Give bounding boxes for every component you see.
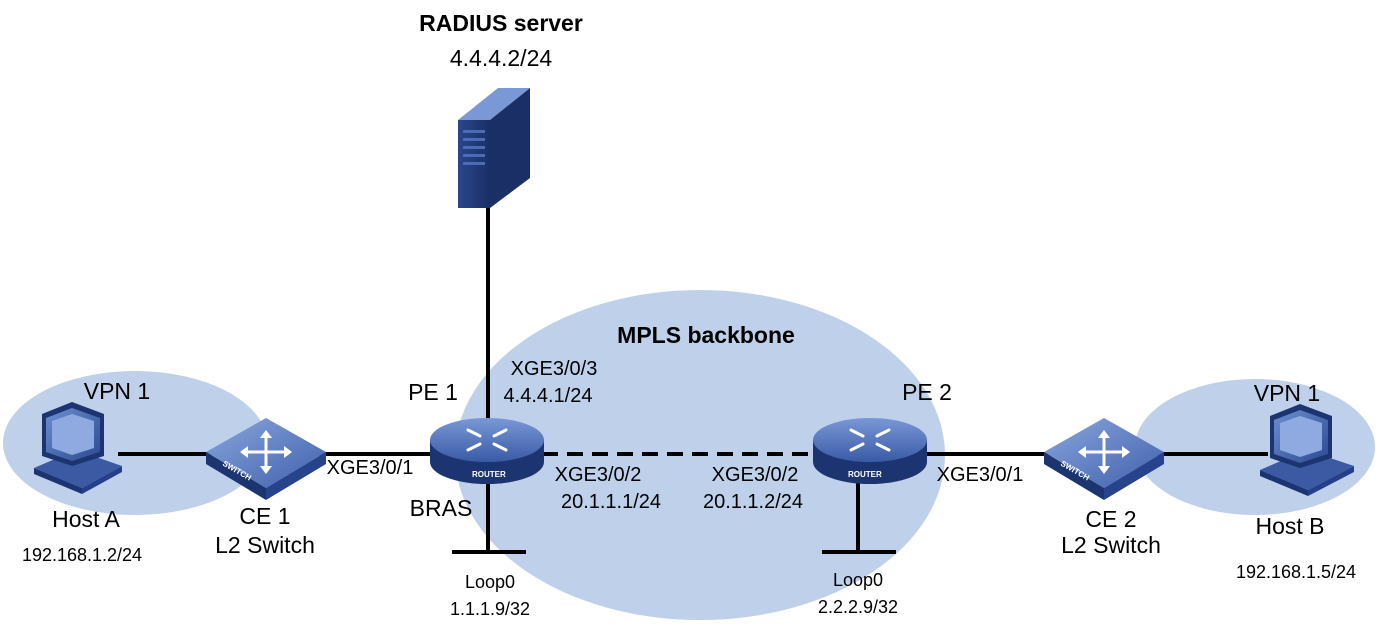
pe1-ip-core-label: 20.1.1.1/24 [561,491,661,513]
ce2-name: CE 2 [1085,506,1136,532]
pe1-loop-label: Loop0 [465,572,515,592]
pe1-name: PE 1 [408,379,458,405]
host-b-ip: 192.168.1.5/24 [1236,562,1356,582]
radius-server-icon [458,88,530,208]
ce2-type: L2 Switch [1061,532,1161,558]
radius-server-title: RADIUS server [419,10,583,36]
ce1-name: CE 1 [239,503,290,529]
host-b-name: Host B [1255,513,1324,539]
radius-server-ip: 4.4.4.2/24 [450,45,553,71]
pe2-loop-ip: 2.2.2.9/32 [818,597,898,617]
pe2-name: PE 2 [902,379,952,405]
pe1-if-core-label: XGE3/0/2 [555,464,642,486]
pe1-if-radius-label: XGE3/0/3 [511,358,598,380]
pe1-router-icon: ROUTER [430,418,544,484]
ce1-type: L2 Switch [215,532,315,558]
ce2-switch-icon: SWITCH [1044,418,1164,500]
pe1-role: BRAS [410,495,473,521]
mpls-backbone-label: MPLS backbone [617,322,795,348]
pe2-router-badge: ROUTER [848,470,882,479]
pe2-router-icon: ROUTER [813,418,927,484]
vpn-left-label: VPN 1 [84,378,150,404]
ce1-switch-icon: SWITCH [206,418,326,500]
host-a-computer-icon [34,402,122,494]
pe1-if-ce-label: XGE3/0/1 [327,457,414,479]
pe2-if-core-label: XGE3/0/2 [712,464,799,486]
host-a-ip: 192.168.1.2/24 [22,545,142,565]
pe2-ip-core-label: 20.1.1.2/24 [703,491,803,513]
vpn-right-label: VPN 1 [1254,380,1320,406]
pe2-if-ce-label: XGE3/0/1 [937,464,1024,486]
pe1-loop-ip: 1.1.1.9/32 [450,599,530,619]
pe1-ip-radius-label: 4.4.4.1/24 [504,385,593,407]
pe1-router-badge: ROUTER [472,470,506,479]
pe2-loop-label: Loop0 [833,570,883,590]
host-b-computer-icon [1260,404,1354,496]
host-a-name: Host A [52,506,120,532]
